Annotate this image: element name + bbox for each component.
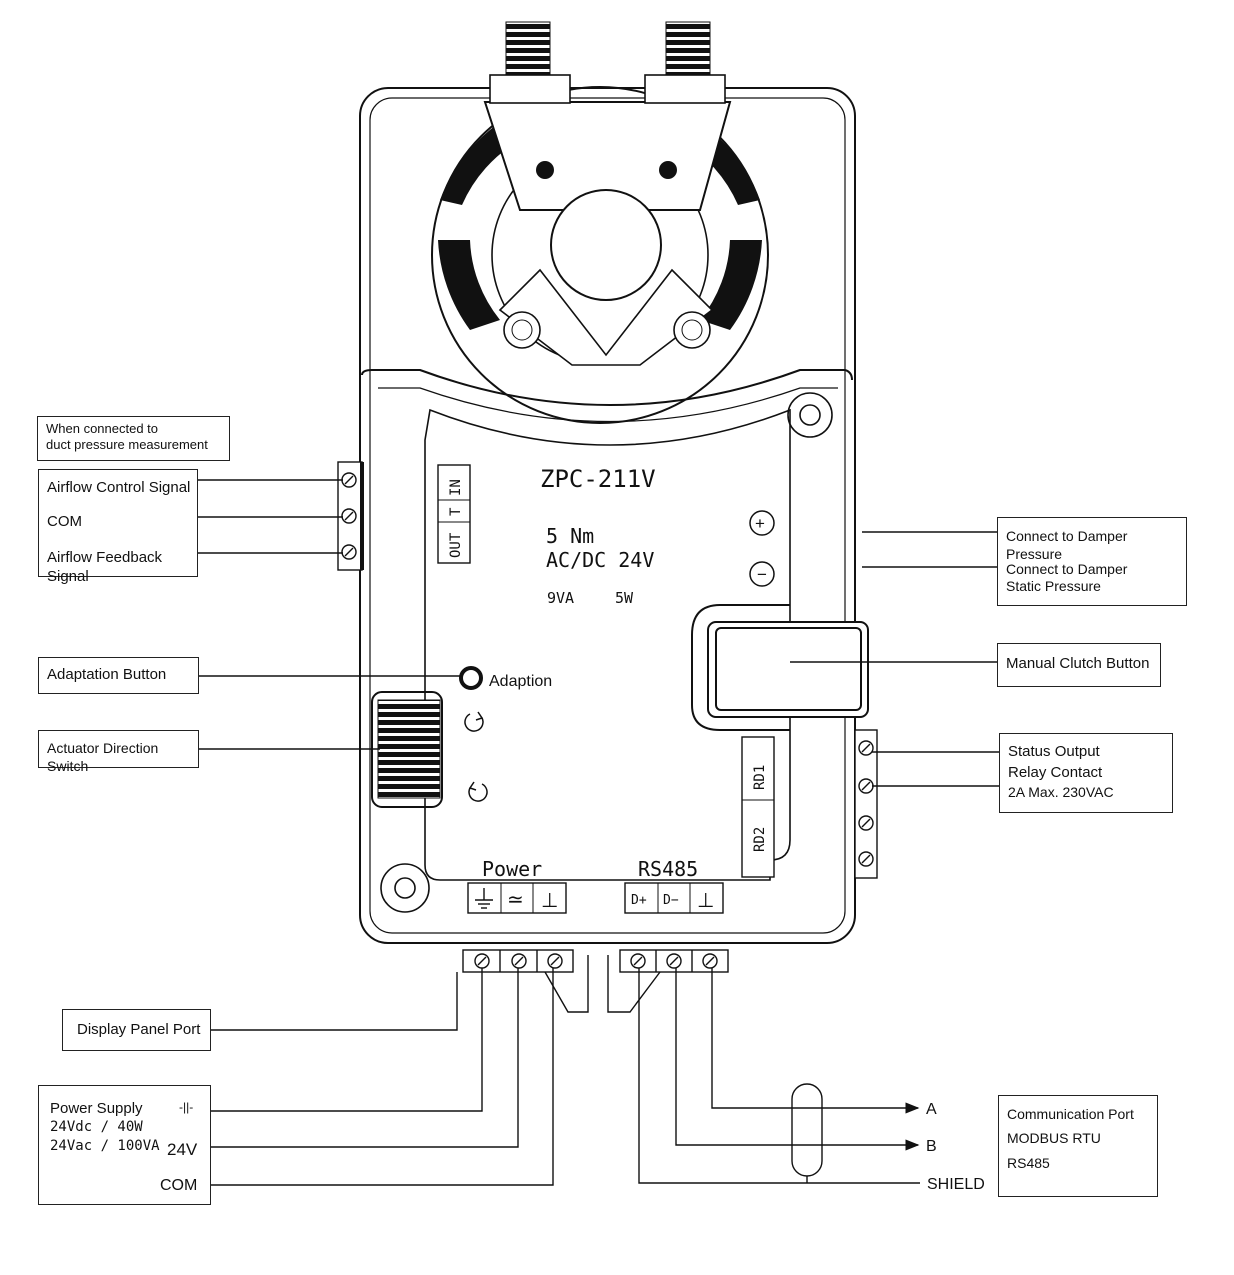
relay-terminal-block (854, 729, 878, 879)
watt-text: 5W (615, 589, 634, 607)
direction-switch-label-box: Actuator Direction Switch (38, 730, 199, 774)
wire-a-label: A (926, 1101, 937, 1118)
airflow-control-label: Airflow Control Signal (47, 479, 191, 496)
power-terminal-labels: ≃ ⊥ (467, 882, 567, 914)
va-text: 9VA (547, 589, 574, 607)
rs485-ground-symbol: ⊥ (697, 890, 714, 912)
power-heading: Power (482, 857, 542, 881)
rotate-cw-icon (464, 711, 484, 732)
dplus-label: D+ (631, 893, 647, 908)
svg-text:+: + (755, 514, 765, 533)
status-output-label-box: Status Output Relay Contact 2A Max. 230V… (999, 733, 1173, 813)
manual-clutch-label-box: Manual Clutch Button (997, 643, 1161, 687)
adaption-button-icon[interactable] (459, 666, 483, 690)
display-panel-label-box: Display Panel Port (62, 1009, 211, 1051)
in-label: IN (448, 479, 464, 496)
rotate-ccw-icon (468, 781, 488, 802)
airflow-feedback-label: Airflow Feedback Signal (47, 549, 163, 585)
coupling-assembly (431, 74, 769, 424)
rd1-label: RD1 (752, 765, 768, 790)
dminus-label: D− (663, 893, 679, 908)
ground-symbol: ⊥ (541, 890, 558, 912)
rs485-heading: RS485 (638, 857, 698, 881)
t-label: T (448, 507, 464, 516)
display-port-connector (544, 955, 661, 1013)
mounting-screw-top (787, 392, 833, 438)
power-supply-label-box: Power Supply -||- 24Vdc / 40W 24Vac / 10… (38, 1085, 211, 1205)
rd2-label: RD2 (752, 827, 768, 852)
manual-clutch-button[interactable] (691, 604, 869, 731)
wire-b-label: B (926, 1138, 937, 1155)
rs485-terminal-block (619, 949, 729, 973)
leader-lines (197, 479, 1000, 1186)
adaption-text: Adaption (489, 673, 552, 690)
earth-ground-icon (475, 888, 493, 909)
threaded-rod-right (665, 21, 711, 78)
wire-shield-label: SHIELD (927, 1176, 985, 1193)
direction-switch[interactable] (371, 691, 443, 808)
signal-terminal-block (337, 461, 364, 571)
plus-port-icon: + (749, 510, 775, 536)
svg-text:−: − (757, 565, 767, 584)
torque-text: 5 Nm (546, 524, 594, 548)
mode-selector: IN T OUT (437, 464, 471, 564)
mounting-screw-bottom (380, 863, 430, 913)
voltage-text: AC/DC 24V (546, 548, 654, 572)
dc-symbol-icon: -||- (179, 1100, 194, 1114)
out-label: OUT (448, 532, 464, 558)
rs485-terminal-labels: D+ D− ⊥ (624, 882, 724, 914)
adaptation-button-label-box: Adaptation Button (38, 657, 199, 694)
ac-symbol: ≃ (507, 889, 524, 911)
communication-port-label-box: Communication Port MODBUS RTU RS485 (998, 1095, 1158, 1197)
signal-labels-box: Airflow Control Signal COM Airflow Feedb… (38, 469, 198, 585)
duct-note-box: When connected to duct pressure measurem… (37, 416, 230, 461)
model-text: ZPC-211V (540, 465, 656, 493)
minus-port-icon: − (749, 561, 775, 587)
threaded-rod-left (505, 21, 551, 78)
power-terminal-block (462, 949, 574, 973)
com-label: COM (47, 513, 82, 530)
relay-label-box: RD1 RD2 (741, 736, 775, 878)
damper-pressure-label-box: Connect to Damper Pressure Connect to Da… (997, 517, 1187, 606)
